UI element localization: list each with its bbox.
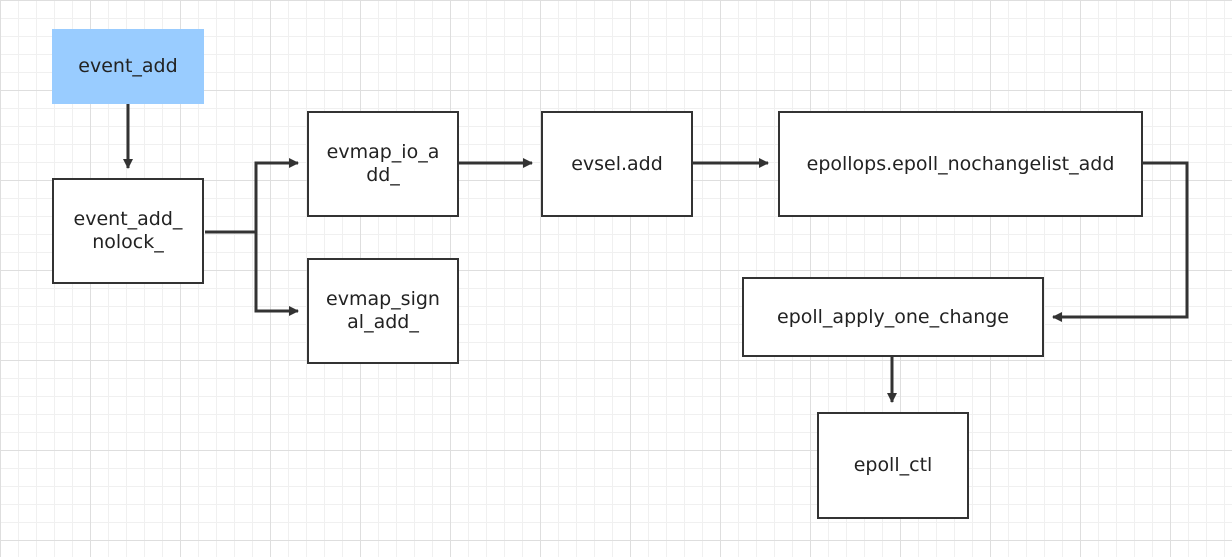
- node-epoll-nochangelist-add: epollops.epoll_nochangelist_add: [778, 111, 1143, 217]
- edge-nolock-to-io-add: [205, 158, 299, 234]
- node-evsel-add-label: evsel.add: [571, 152, 663, 175]
- node-event-add: event_add: [52, 29, 204, 104]
- node-evsel-add: evsel.add: [541, 111, 693, 217]
- node-event-add-nolock-label: event_add_nolock_: [73, 208, 183, 253]
- node-epoll-apply-one-change-label: epoll_apply_one_change: [777, 305, 1009, 328]
- node-evmap-io-add-label: evmap_io_add_: [326, 141, 440, 186]
- node-epoll-ctl-label: epoll_ctl: [853, 454, 933, 477]
- edge-nochangelist-to-apply: [1052, 161, 1189, 322]
- node-epoll-nochangelist-add-label: epollops.epoll_nochangelist_add: [806, 152, 1115, 175]
- node-evmap-signal-add: evmap_signal_add_: [307, 258, 459, 364]
- node-event-add-nolock: event_add_nolock_: [52, 178, 204, 284]
- node-epoll-apply-one-change: epoll_apply_one_change: [742, 277, 1044, 357]
- node-epoll-ctl: epoll_ctl: [817, 412, 969, 519]
- node-evmap-io-add: evmap_io_add_: [307, 111, 459, 217]
- edge-nolock-to-signal-add: [254, 232, 299, 316]
- node-evmap-signal-add-label: evmap_signal_add_: [326, 288, 440, 333]
- node-event-add-label: event_add: [78, 55, 178, 78]
